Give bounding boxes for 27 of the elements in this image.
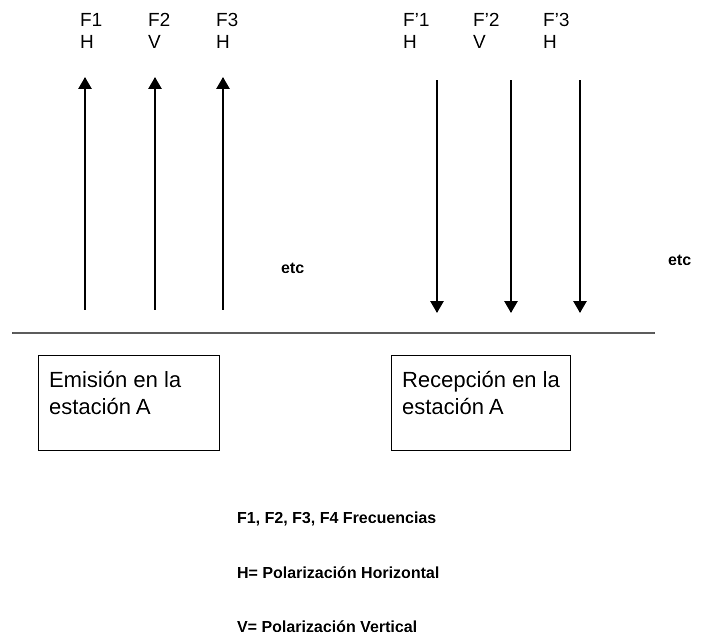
polarization-label: V: [473, 32, 487, 54]
arrow: [148, 77, 162, 310]
etc-note: etc: [668, 252, 692, 270]
station-label: Recepción en la estación A: [402, 367, 560, 419]
arrow: [78, 77, 92, 310]
frequency-label: F3: [216, 10, 240, 32]
arrow: [573, 80, 587, 313]
frequency-label: F’2: [473, 10, 500, 32]
arrow: [504, 80, 518, 313]
etc-note: etc: [281, 260, 304, 278]
frequency-label: F2: [148, 10, 172, 32]
legend-note: F1, F2, F3, F4 Frecuencias: [237, 510, 436, 528]
frequency-label: F’1: [403, 10, 430, 32]
arrow: [216, 77, 230, 310]
arrow: [430, 80, 444, 313]
station-box: [38, 355, 220, 451]
frequency-label: F1: [80, 10, 104, 32]
legend-note: V= Polarización Vertical: [237, 619, 418, 637]
frequency-label: F’3: [543, 10, 570, 32]
station-label: Emisión en la estación A: [49, 367, 182, 419]
polarization-label: H: [80, 32, 95, 54]
polarization-label: H: [543, 32, 558, 54]
legend-note: H= Polarización Horizontal: [237, 565, 440, 583]
polarization-label: H: [403, 32, 418, 54]
polarization-label: H: [216, 32, 231, 54]
station-box: [391, 355, 571, 451]
polarization-label: V: [148, 32, 162, 54]
